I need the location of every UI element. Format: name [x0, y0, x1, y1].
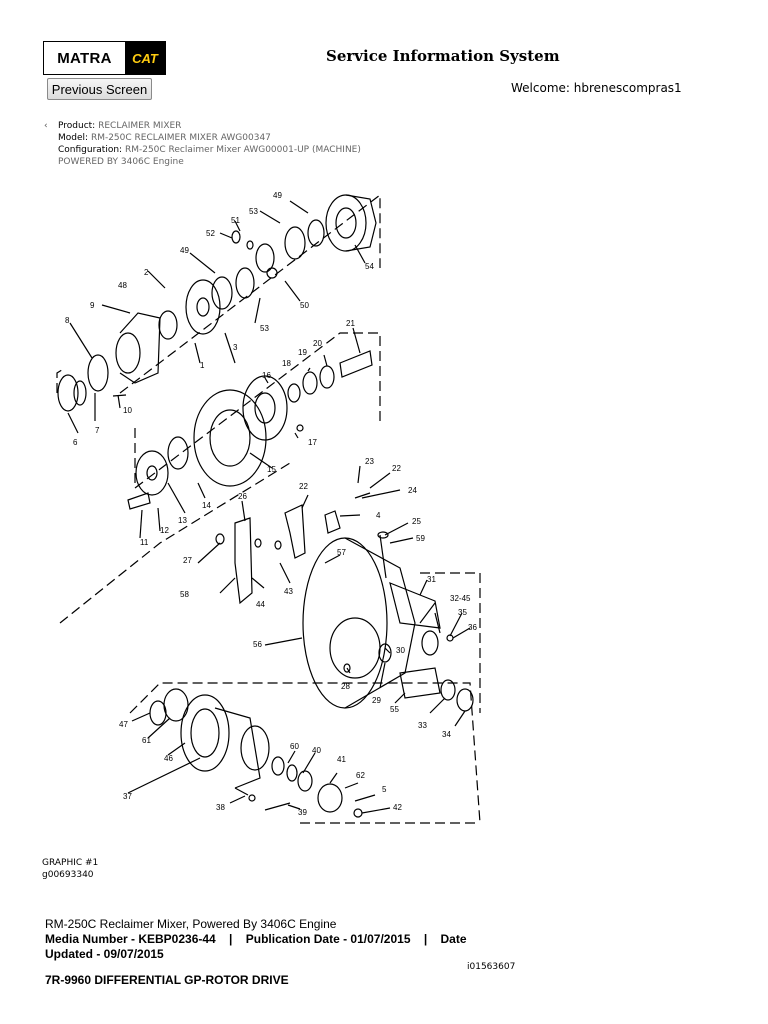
document-line-3: Updated - 09/07/2015 [45, 947, 164, 961]
callout-49b: 49 [180, 246, 189, 255]
callout-57: 57 [337, 548, 346, 557]
product-label: Product: [58, 121, 96, 131]
welcome-text: Welcome: hbrenescompras1 [511, 81, 682, 95]
callout-29: 29 [372, 696, 381, 705]
callout-49a: 49 [273, 191, 282, 200]
callout-33: 33 [418, 721, 427, 730]
config-value[interactable]: RM-250C Reclaimer Mixer AWG00001-UP (MAC… [124, 145, 361, 155]
callout-54: 54 [365, 262, 374, 271]
callout-56: 56 [253, 640, 262, 649]
callout-2: 2 [144, 268, 149, 277]
callout-7: 7 [95, 426, 100, 435]
cat-badge: CAT [125, 42, 165, 74]
document-line-2: Media Number - KEBP0236-44 | Publication… [45, 932, 467, 946]
callout-17: 17 [308, 438, 317, 447]
callout-62: 62 [356, 771, 365, 780]
breadcrumb: ‹ Product: RECLAIMER MIXER Model: RM-250… [44, 120, 361, 168]
callout-23: 23 [365, 457, 374, 466]
callout-59: 59 [416, 534, 425, 543]
callout-12: 12 [160, 526, 169, 535]
callout-22a: 22 [392, 464, 401, 473]
callout-55: 55 [390, 705, 399, 714]
model-label: Model: [58, 133, 89, 143]
callout-44: 44 [256, 600, 265, 609]
callout-8: 8 [65, 316, 70, 325]
model-value[interactable]: RM-250C RECLAIMER MIXER AWG00347 [90, 133, 271, 143]
callout-4: 4 [376, 511, 381, 520]
page-title: Service Information System [326, 47, 560, 65]
callout-38: 38 [216, 803, 225, 812]
callout-39: 39 [298, 808, 307, 817]
graphic-id: g00693340 [42, 870, 94, 880]
config-label: Configuration: [58, 145, 123, 155]
callout-5: 5 [382, 785, 387, 794]
callout-58: 58 [180, 590, 189, 599]
callout-20: 20 [313, 339, 322, 348]
callout-27: 27 [183, 556, 192, 565]
callout-30: 30 [396, 646, 405, 655]
callout-53a: 53 [249, 207, 258, 216]
document-title: 7R-9960 DIFFERENTIAL GP-ROTOR DRIVE [45, 973, 289, 987]
callout-34: 34 [442, 730, 451, 739]
callout-13: 13 [178, 516, 187, 525]
callout-26: 26 [238, 492, 247, 501]
graphic-caption: GRAPHIC #1 g00693340 [42, 857, 98, 881]
callout-16: 16 [262, 371, 271, 380]
callout-28: 28 [341, 682, 350, 691]
callout-19: 19 [298, 348, 307, 357]
callout-50: 50 [300, 301, 309, 310]
previous-screen-button[interactable]: Previous Screen [47, 78, 152, 100]
callout-46: 46 [164, 754, 173, 763]
callout-31: 31 [427, 575, 436, 584]
exploded-parts-diagram: 49 51 52 53 49 2 48 9 8 54 50 53 3 1 21 … [56, 191, 481, 824]
callout-32-45: 32-45 [450, 594, 471, 603]
callout-18: 18 [282, 359, 291, 368]
graphic-label: GRAPHIC #1 [42, 858, 99, 868]
callout-6: 6 [73, 438, 78, 447]
callout-40: 40 [312, 746, 321, 755]
breadcrumb-product-row: ‹ Product: RECLAIMER MIXER [44, 120, 361, 132]
callout-24: 24 [408, 486, 417, 495]
breadcrumb-powered-row: POWERED BY 3406C Engine [44, 156, 361, 168]
callout-47: 47 [119, 720, 128, 729]
callout-9: 9 [90, 301, 95, 310]
callout-43: 43 [284, 587, 293, 596]
callout-42: 42 [393, 803, 402, 812]
breadcrumb-config-row: Configuration: RM-250C Reclaimer Mixer A… [44, 144, 361, 156]
diagram-callouts: 49 51 52 53 49 2 48 9 8 54 50 53 3 1 21 … [65, 191, 477, 817]
callout-35: 35 [458, 608, 467, 617]
product-value[interactable]: RECLAIMER MIXER [98, 121, 182, 131]
chevron-left-icon[interactable]: ‹ [44, 121, 48, 131]
callout-11: 11 [140, 538, 149, 547]
callout-10: 10 [123, 406, 132, 415]
breadcrumb-model-row: Model: RM-250C RECLAIMER MIXER AWG00347 [44, 132, 361, 144]
document-meta: RM-250C Reclaimer Mixer, Powered By 3406… [45, 917, 515, 962]
callout-25: 25 [412, 517, 421, 526]
logo-brand-text: MATRA [57, 49, 112, 67]
callout-60: 60 [290, 742, 299, 751]
callout-41: 41 [337, 755, 346, 764]
callout-22b: 22 [299, 482, 308, 491]
callout-61: 61 [142, 736, 151, 745]
callout-36: 36 [468, 623, 477, 632]
document-id: i01563607 [467, 962, 516, 972]
callout-15: 15 [267, 465, 276, 474]
document-line-1: RM-250C Reclaimer Mixer, Powered By 3406… [45, 917, 337, 931]
callout-21: 21 [346, 319, 355, 328]
callout-52: 52 [206, 229, 215, 238]
callout-53b: 53 [260, 324, 269, 333]
callout-14: 14 [202, 501, 211, 510]
callout-3: 3 [233, 343, 238, 352]
callout-37: 37 [123, 792, 132, 801]
callout-51: 51 [231, 216, 240, 225]
matra-cat-logo: MATRA CAT [43, 41, 166, 75]
callout-48: 48 [118, 281, 127, 290]
powered-by-text: POWERED BY 3406C Engine [58, 157, 184, 167]
callout-1: 1 [200, 361, 205, 370]
